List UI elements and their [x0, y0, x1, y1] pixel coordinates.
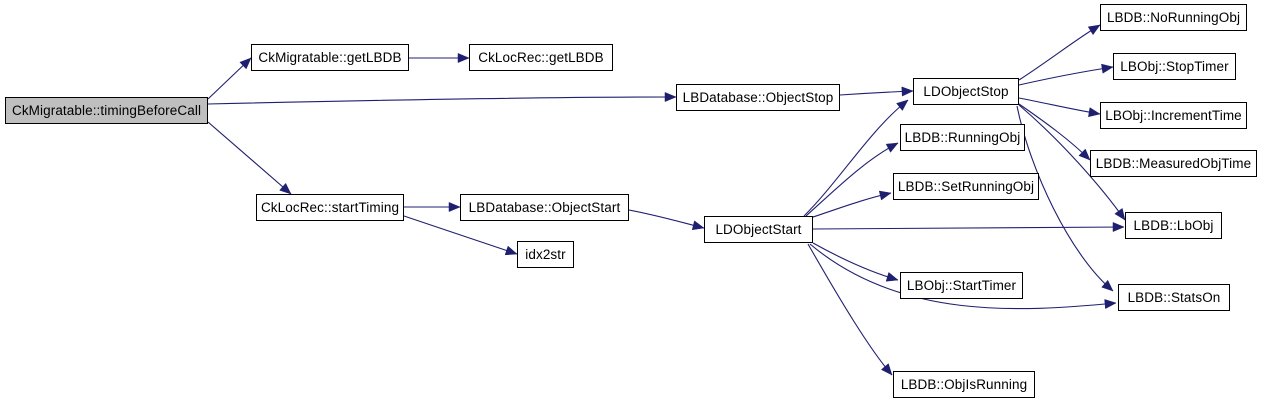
graph-arrowhead-getLBDB_migratable-to-getLBDB_locrec — [457, 53, 470, 63]
graph-node-label: LBDatabase::ObjectStop — [682, 89, 834, 105]
graph-node-objIsRunning[interactable]: LBDB::ObjIsRunning — [893, 371, 1035, 398]
graph-node-objectStart[interactable]: LBDatabase::ObjectStart — [460, 194, 629, 221]
graph-node-lbObj[interactable]: LBDB::LbObj — [1125, 212, 1222, 239]
graph-edge-ldObjectStart-to-startTimer — [812, 242, 899, 281]
graph-edge-ldObjectStop-to-stopTimer — [1018, 66, 1114, 86]
graph-arrowhead-timingBeforeCall-to-getLBDB_migratable — [239, 57, 252, 70]
graph-edge-ldObjectStop-to-incrementTime — [1018, 97, 1101, 115]
graph-node-label: LBObj::StopTimer — [1120, 58, 1229, 74]
graph-arrowhead-objectStart-to-ldObjectStart — [691, 220, 705, 231]
graph-edge-ldObjectStart-to-setRunningObj — [809, 192, 892, 219]
graph-arrowhead-objectStop-to-ldObjectStop — [901, 86, 914, 97]
graph-node-label: LBDB::StatsOn — [1127, 289, 1221, 305]
graph-arrowhead-ldObjectStop-to-measuredObjTime — [1078, 148, 1091, 161]
graph-arrowhead-ldObjectStart-to-statsOn — [1104, 299, 1117, 309]
graph-edge-ldObjectStart-to-objIsRunning — [807, 243, 893, 376]
graph-node-setRunningObj[interactable]: LBDB::SetRunningObj — [893, 173, 1039, 200]
graph-edge-timingBeforeCall-to-startTiming — [207, 121, 292, 195]
graph-node-getLBDB_migratable[interactable]: CkMigratable::getLBDB — [251, 44, 409, 71]
graph-node-idx2str[interactable]: idx2str — [517, 241, 574, 268]
graph-node-timingBeforeCall[interactable]: CkMigratable::timingBeforeCall — [5, 97, 208, 124]
graph-edge-ldObjectStop-to-measuredObjTime — [1018, 103, 1091, 161]
graph-node-ldObjectStart[interactable]: LDObjectStart — [704, 216, 813, 243]
graph-edge-timingBeforeCall-to-getLBDB_migratable — [207, 57, 252, 100]
graph-node-label: LBDB::SetRunningObj — [897, 178, 1035, 194]
graph-arrowhead-ldObjectStart-to-startTimer — [885, 272, 899, 282]
graph-node-label: CkMigratable::timingBeforeCall — [11, 102, 202, 118]
graph-edge-timingBeforeCall-to-objectStop — [207, 96, 677, 105]
graph-node-stopTimer[interactable]: LBObj::StopTimer — [1113, 53, 1236, 80]
graph-arrowhead-timingBeforeCall-to-objectStop — [664, 92, 677, 102]
graph-arrowhead-ldObjectStop-to-stopTimer — [1101, 63, 1114, 74]
graph-node-label: LBDB::MeasuredObjTime — [1095, 155, 1252, 171]
graph-arrowhead-startTiming-to-objectStart — [448, 202, 461, 212]
graph-node-ldObjectStop[interactable]: LDObjectStop — [913, 78, 1019, 105]
graph-arrowhead-ldObjectStop-to-lbObj — [1114, 207, 1126, 221]
graph-node-label: LBDB::NoRunningObj — [1106, 9, 1241, 25]
graph-edge-ldObjectStart-to-runningObj — [805, 142, 899, 217]
graph-arrowhead-timingBeforeCall-to-startTiming — [279, 182, 292, 195]
graph-node-noRunningObj[interactable]: LBDB::NoRunningObj — [1100, 4, 1247, 31]
graph-node-startTimer[interactable]: LBObj::StartTimer — [900, 272, 1023, 299]
graph-node-label: LBDB::ObjIsRunning — [900, 376, 1028, 392]
graph-arrowhead-ldObjectStart-to-lbObj — [1112, 222, 1125, 232]
graph-arrowhead-ldObjectStop-to-statsOn — [1101, 279, 1114, 292]
graph-node-label: idx2str — [525, 246, 566, 262]
graph-arrowhead-ldObjectStart-to-setRunningObj — [878, 190, 892, 201]
graph-edge-startTiming-to-idx2str — [403, 215, 518, 255]
graph-node-objectStop[interactable]: LBDatabase::ObjectStop — [676, 84, 840, 111]
graph-node-label: CkLocRec::startTiming — [260, 199, 400, 215]
graph-edge-ldObjectStart-to-lbObj — [812, 226, 1125, 230]
graph-node-label: LBDatabase::ObjectStart — [468, 199, 621, 215]
graph-node-incrementTime[interactable]: LBObj::IncrementTime — [1100, 102, 1247, 129]
graph-arrowhead-ldObjectStart-to-objIsRunning — [880, 363, 893, 376]
graph-node-runningObj[interactable]: LBDB::RunningObj — [900, 124, 1025, 151]
graph-node-label: CkMigratable::getLBDB — [258, 49, 402, 65]
graph-node-label: LBObj::StartTimer — [906, 277, 1017, 293]
graph-node-measuredObjTime[interactable]: LBDB::MeasuredObjTime — [1090, 150, 1257, 177]
graph-edge-ldObjectStop-to-noRunningObj — [1018, 24, 1101, 81]
graph-node-startTiming[interactable]: CkLocRec::startTiming — [256, 194, 404, 221]
graph-node-label: LBDB::LbObj — [1133, 217, 1214, 233]
graph-arrowhead-startTiming-to-idx2str — [504, 245, 518, 256]
graph-arrowhead-ldObjectStart-to-ldObjectStop — [896, 99, 909, 111]
graph-node-label: LDObjectStop — [923, 83, 1009, 99]
graph-node-label: LBObj::IncrementTime — [1105, 107, 1242, 123]
graph-node-label: LDObjectStart — [715, 221, 802, 237]
graph-edge-objectStart-to-ldObjectStart — [628, 209, 705, 229]
graph-arrowhead-ldObjectStop-to-noRunningObj — [1087, 24, 1101, 36]
graph-arrowhead-ldObjectStart-to-runningObj — [885, 142, 899, 153]
graph-edge-objectStop-to-ldObjectStop — [839, 90, 914, 96]
graph-node-getLBDB_locrec[interactable]: CkLocRec::getLBDB — [469, 44, 613, 71]
graph-node-label: CkLocRec::getLBDB — [478, 49, 604, 65]
graph-node-label: LBDB::RunningObj — [904, 129, 1021, 145]
graph-node-statsOn[interactable]: LBDB::StatsOn — [1118, 284, 1230, 311]
